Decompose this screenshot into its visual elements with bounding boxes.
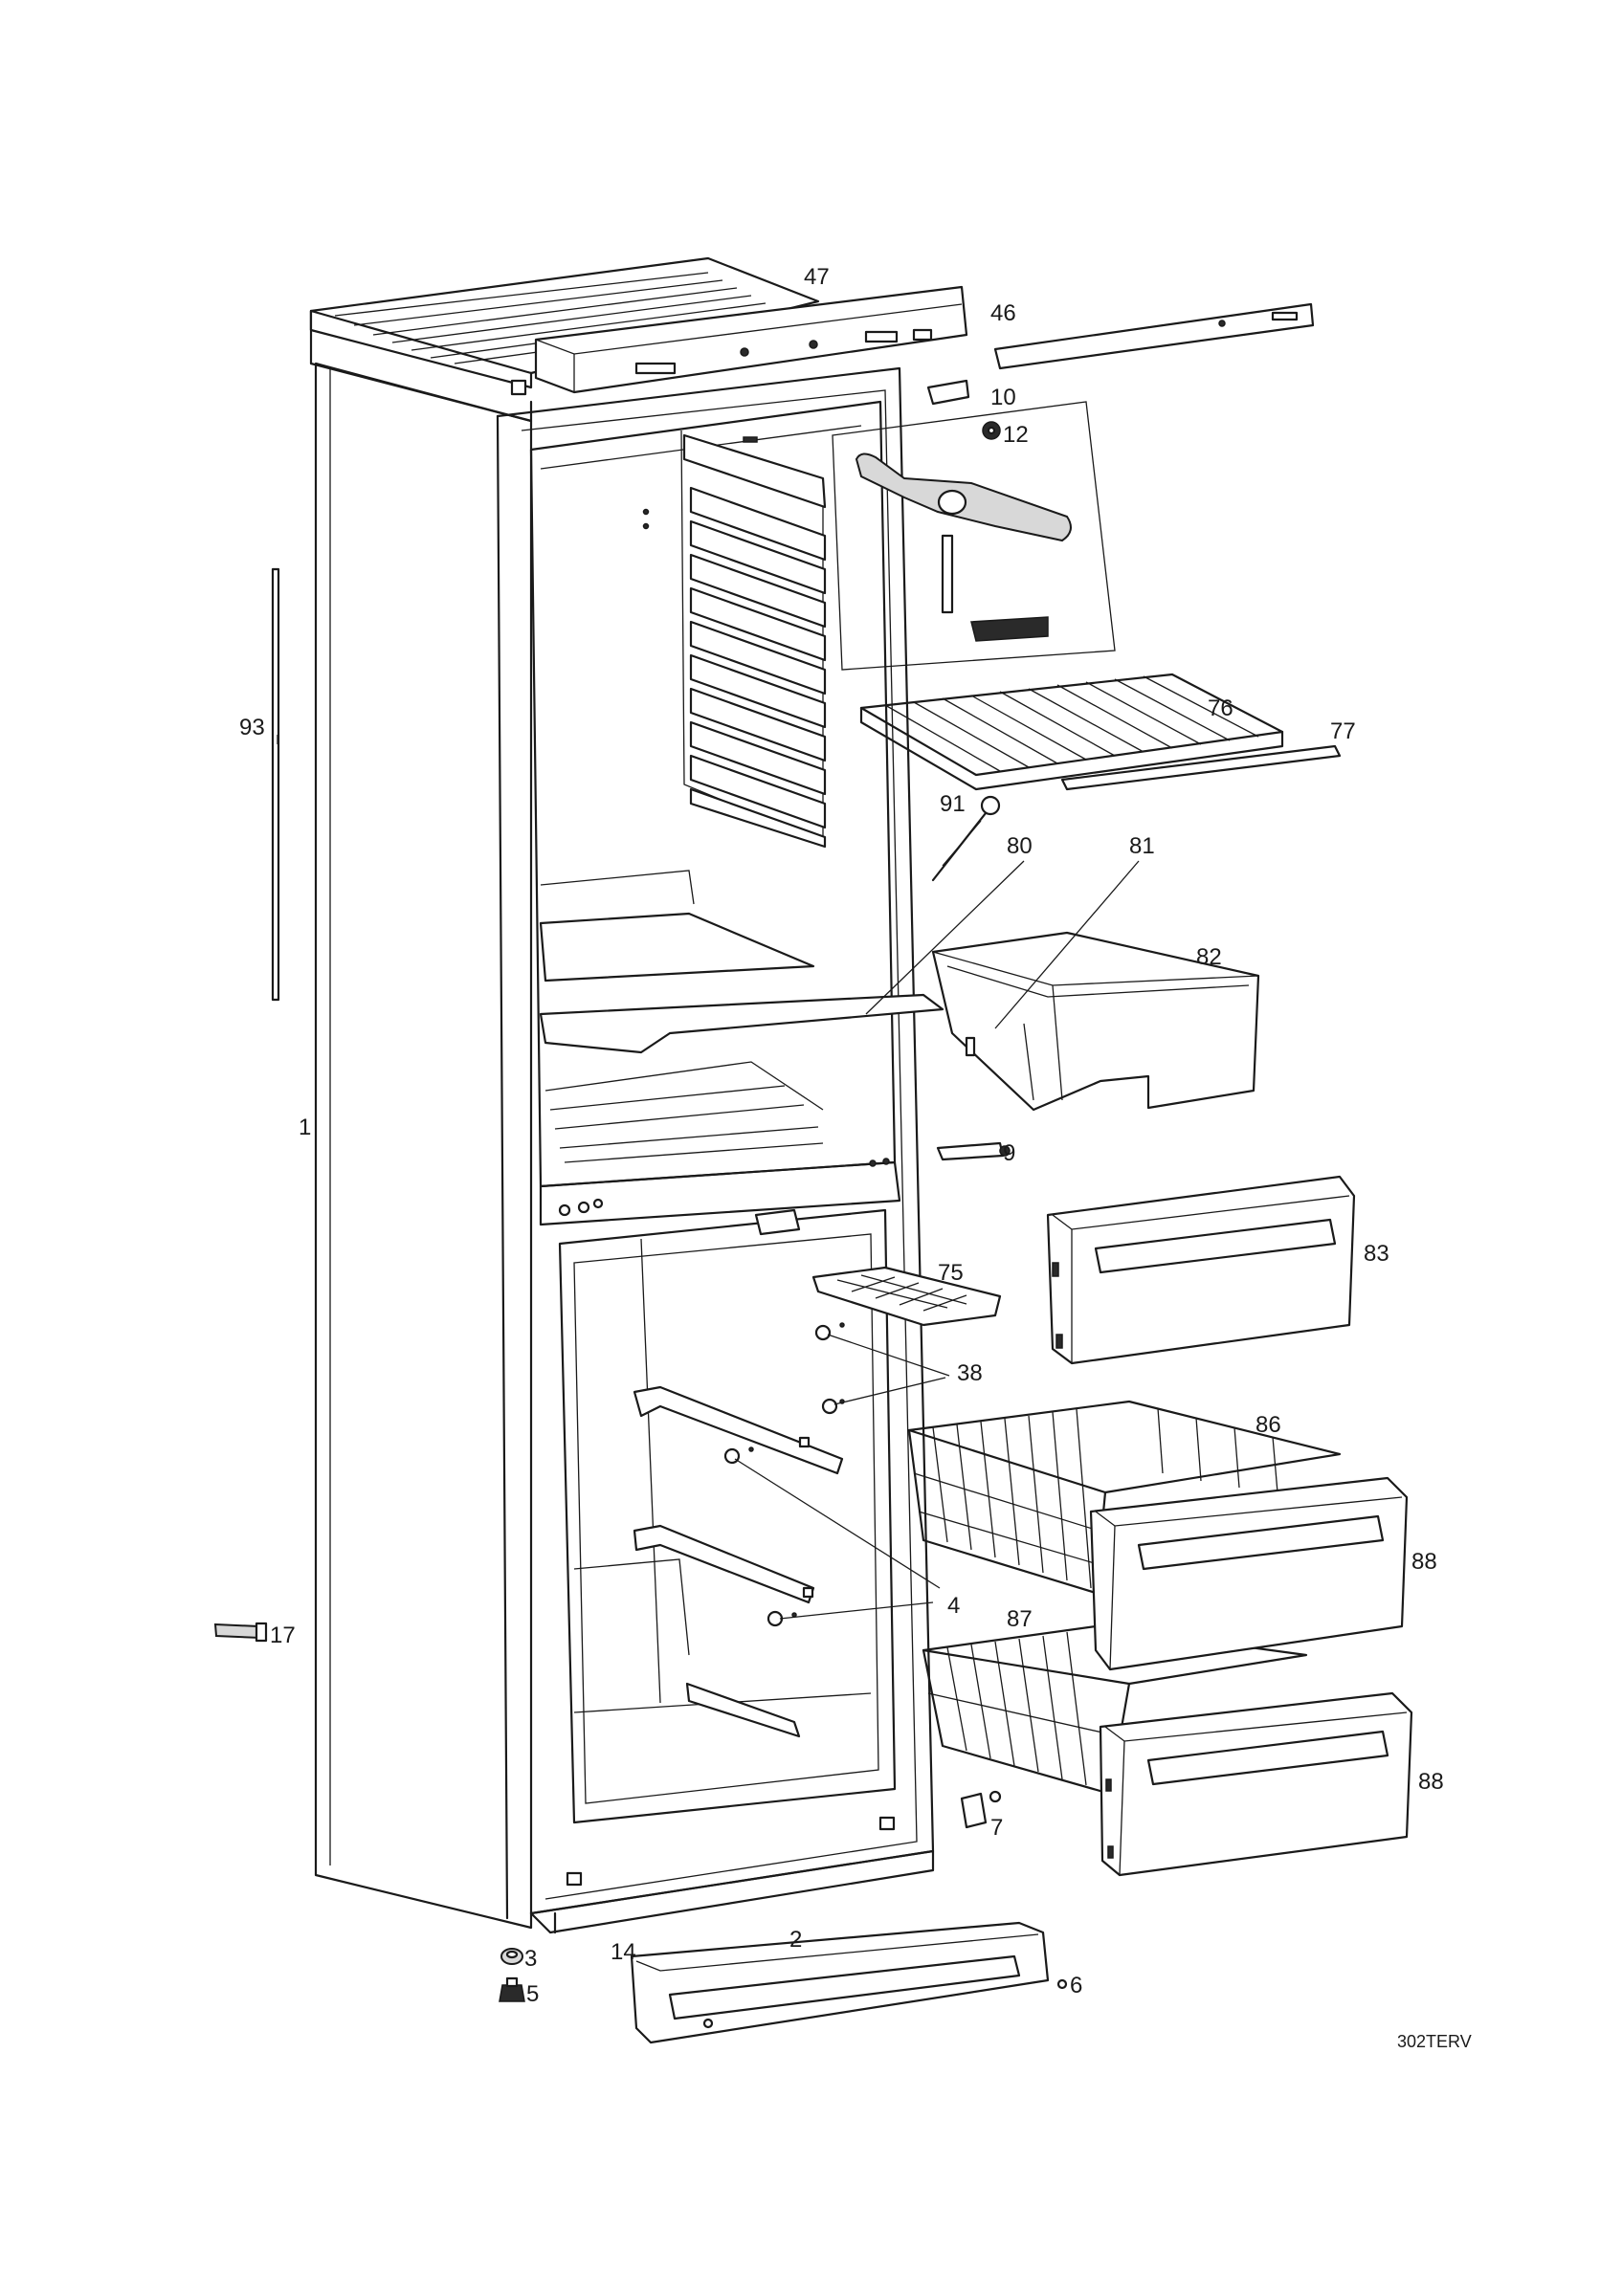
foot-5 <box>499 1976 525 2002</box>
trim-strip <box>993 302 1315 370</box>
label-38: 38 <box>957 1360 983 1386</box>
hinge-7 <box>960 1790 1002 1829</box>
ice-tray <box>811 1266 1002 1327</box>
cabinet-body <box>309 309 935 1934</box>
label-83: 83 <box>1364 1241 1389 1267</box>
label-47: 47 <box>804 264 830 290</box>
drawer-front-88-lower <box>1099 1691 1413 1877</box>
label-14: 14 <box>611 1939 636 1965</box>
screw-12 <box>982 421 1001 440</box>
label-75: 75 <box>938 1260 964 1286</box>
bracket-10 <box>926 379 970 406</box>
wire-shelf <box>859 673 1284 791</box>
foot-3 <box>500 1948 523 1965</box>
kickplate-2 <box>630 1921 1050 2044</box>
label-2: 2 <box>789 1927 802 1953</box>
diagram-code: 302TERV <box>1397 2032 1472 2051</box>
label-81: 81 <box>1129 833 1155 859</box>
hinge-9 <box>936 1141 1011 1161</box>
label-77: 77 <box>1330 718 1356 744</box>
label-12: 12 <box>1003 422 1029 448</box>
label-7: 7 <box>990 1815 1003 1841</box>
shelf-trim <box>1060 744 1342 791</box>
rod-93 <box>271 567 280 1002</box>
crisper-drawer <box>931 931 1260 1112</box>
label-9: 9 <box>1003 1140 1015 1166</box>
control-panel-strip <box>534 285 968 394</box>
label-80: 80 <box>1007 833 1033 859</box>
part-labels: 47 46 10 12 93 76 77 91 80 81 82 1 9 83 … <box>239 264 1472 2051</box>
label-86: 86 <box>1255 1412 1281 1438</box>
fridge-bottom-section <box>539 870 944 1163</box>
label-17: 17 <box>270 1623 296 1648</box>
label-87: 87 <box>1007 1606 1033 1632</box>
label-46: 46 <box>990 300 1016 326</box>
label-88-upper: 88 <box>1411 1549 1437 1575</box>
label-5: 5 <box>526 1981 539 2007</box>
thermostat-assembly <box>832 401 1116 671</box>
label-88-lower: 88 <box>1418 1769 1444 1795</box>
label-3: 3 <box>524 1946 537 1972</box>
label-91: 91 <box>940 791 966 817</box>
drawer-front-88-upper <box>1089 1476 1409 1671</box>
screw-6 <box>1056 1978 1068 1990</box>
leader-lines <box>277 735 1140 1620</box>
label-1: 1 <box>299 1115 311 1140</box>
freezer-flap-83 <box>1046 1175 1356 1365</box>
label-6: 6 <box>1070 1973 1082 1998</box>
label-76: 76 <box>1208 695 1233 721</box>
label-93: 93 <box>239 715 265 740</box>
label-82: 82 <box>1196 944 1222 970</box>
wire-clip-91 <box>931 795 1001 882</box>
fridge-shelf-rails <box>682 433 827 849</box>
part-17 <box>213 1622 268 1643</box>
freezer-rails <box>633 1208 845 1627</box>
label-10: 10 <box>990 385 1016 410</box>
label-4: 4 <box>947 1593 960 1619</box>
